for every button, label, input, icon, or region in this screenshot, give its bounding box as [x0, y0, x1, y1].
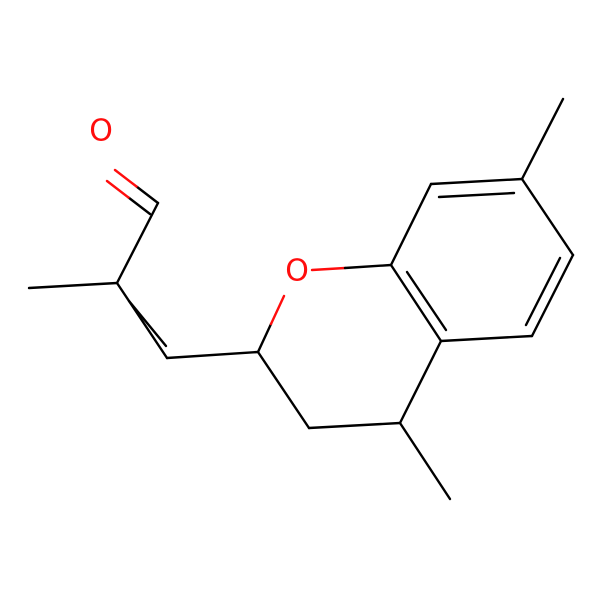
alkene-double-bond	[115, 281, 169, 360]
aldehyde-to-alpha-bond	[115, 201, 160, 285]
c4-methyl-bond	[398, 421, 452, 501]
ring-oxygen-to-c8a-bond	[310, 263, 393, 272]
alpha-methyl-bond	[27, 281, 119, 290]
c4-to-c4a-bond	[398, 339, 443, 425]
c2-to-c3-bond	[256, 350, 311, 430]
ring-oxygen-label: O	[285, 254, 309, 289]
c2-to-ring-oxygen-bond	[256, 294, 286, 354]
c7-methyl-bond	[520, 97, 565, 181]
c3-to-c4-bond	[307, 421, 402, 430]
aldehyde-oxygen-label: O	[89, 114, 113, 149]
aldehyde-carbonyl-bond	[105, 168, 160, 216]
vinyl-to-c2-bond	[165, 350, 260, 360]
benzene-ring	[389, 177, 575, 343]
